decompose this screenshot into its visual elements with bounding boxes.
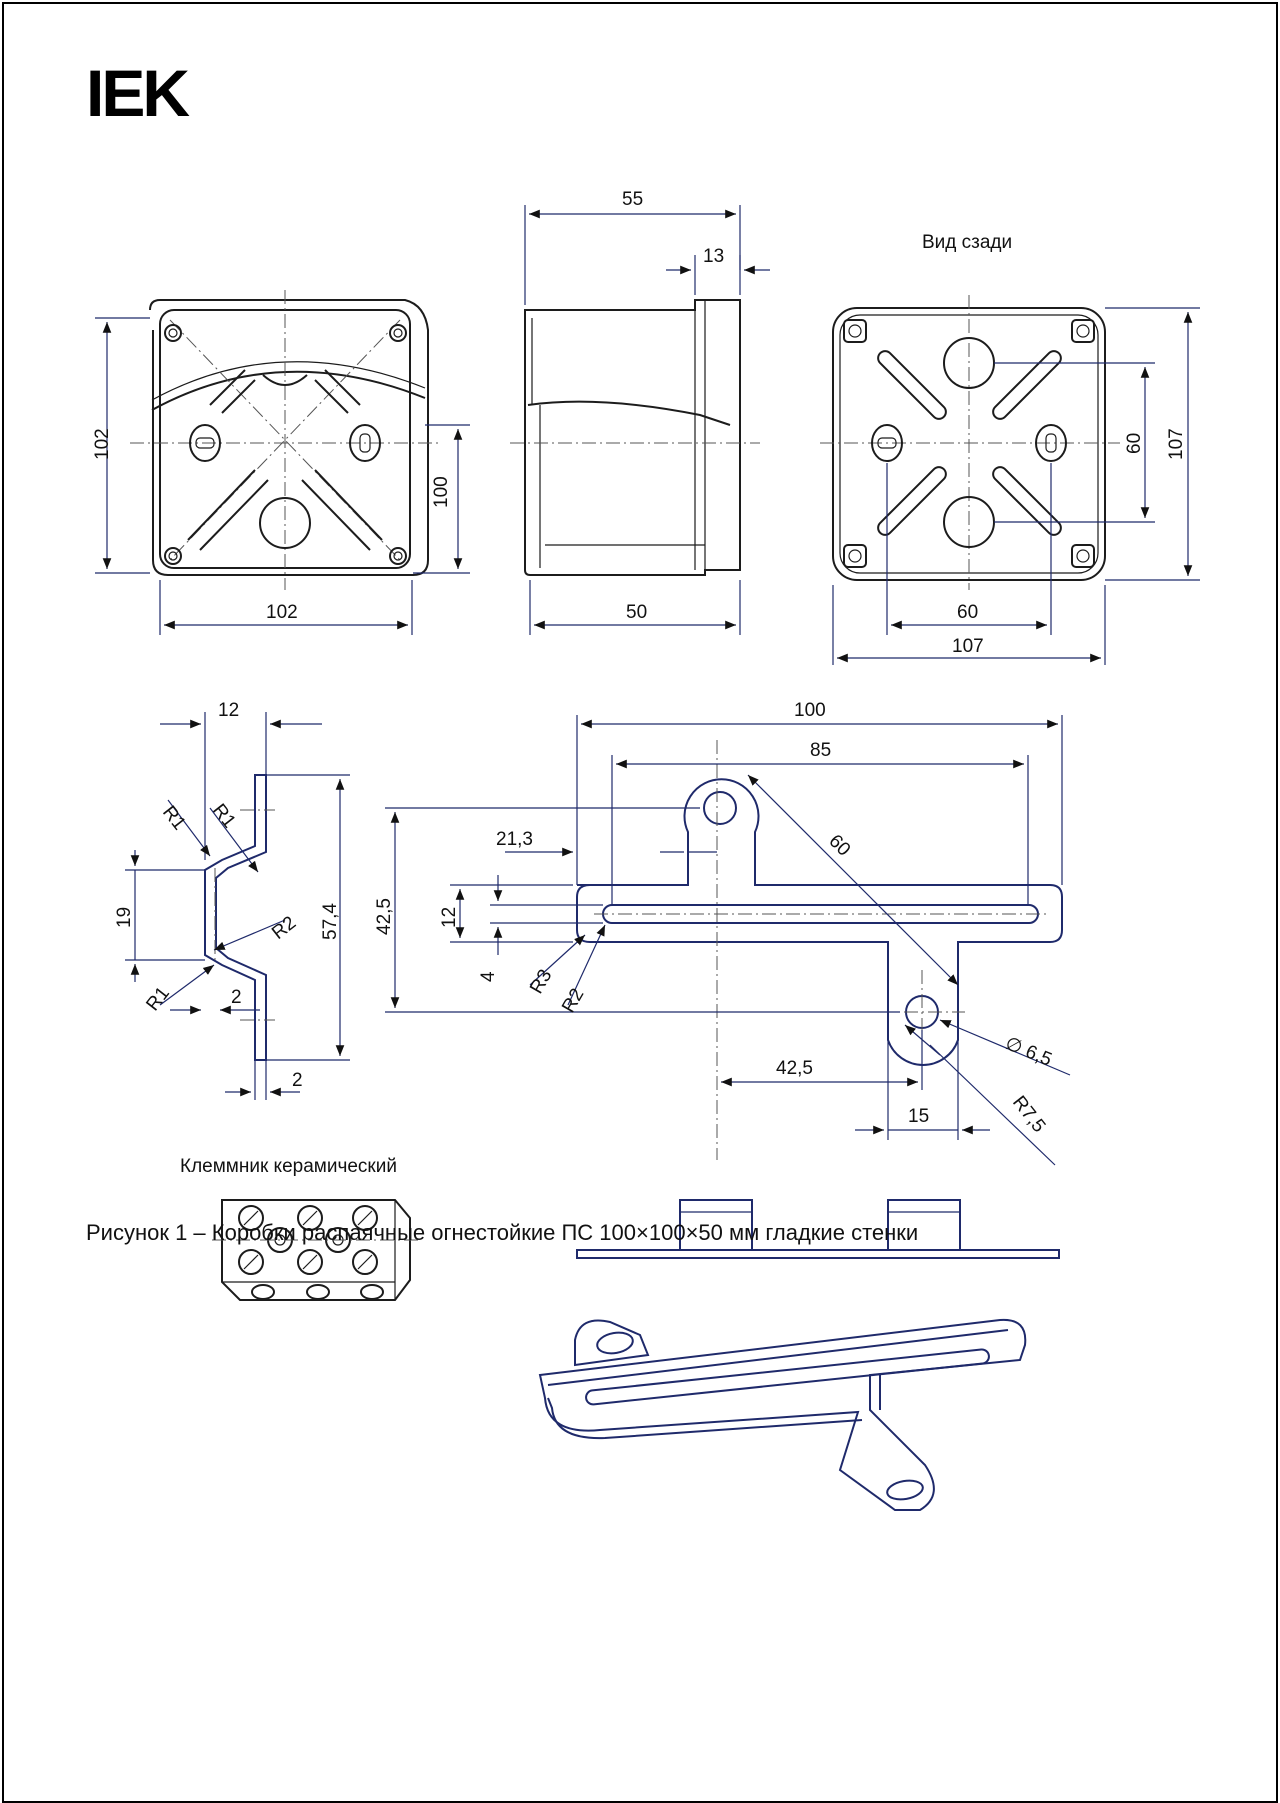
figure-caption: Рисунок 1 – Коробки распаячные огнестойк… <box>86 1220 919 1245</box>
dim-bracket-width: 12 <box>218 700 239 721</box>
plate-isometric <box>538 1318 1027 1511</box>
dim-front-inner-height: 100 <box>431 476 452 508</box>
dim-side-depth-top: 55 <box>622 189 643 210</box>
dim-front-width: 102 <box>266 602 298 623</box>
dim-bracket-thickness-a: 2 <box>231 987 242 1008</box>
dim-r1-a: R1 <box>158 802 190 834</box>
dim-plate-4: 4 <box>478 971 499 982</box>
dim-r1-b: R1 <box>208 800 240 832</box>
dim-r1-c: R1 <box>142 983 174 1015</box>
mounting-plate-top <box>385 715 1071 1166</box>
front-view <box>95 290 470 635</box>
side-view <box>510 205 770 635</box>
dim-front-height: 102 <box>92 428 113 460</box>
dim-plate-r75: R7,5 <box>1008 1092 1049 1137</box>
dim-rear-width: 107 <box>952 636 984 657</box>
dim-side-depth-bottom: 50 <box>626 602 647 623</box>
dim-plate-slot-length: 85 <box>810 740 831 761</box>
terminal-block-label: Клеммник керамический <box>180 1156 397 1177</box>
dim-plate-slot-width: 12 <box>439 907 460 928</box>
dim-rear-hole-spacing-h: 60 <box>957 602 978 623</box>
dim-plate-offset: 21,3 <box>496 829 533 850</box>
terminal-block <box>212 1199 420 1301</box>
dim-bracket-thickness-b: 2 <box>292 1070 303 1091</box>
dim-plate-r3: R3 <box>526 966 556 998</box>
dim-bracket-offset: 19 <box>114 907 135 928</box>
dim-rear-hole-spacing-v: 60 <box>1124 433 1145 454</box>
rear-view <box>820 295 1200 665</box>
dim-plate-h-dist: 42,5 <box>776 1058 813 1079</box>
dim-plate-length: 100 <box>794 700 826 721</box>
dim-rear-height: 107 <box>1166 428 1187 460</box>
dim-bracket-height: 57,4 <box>320 903 341 940</box>
dim-r2: R2 <box>268 912 300 944</box>
dim-plate-height: 42,5 <box>374 898 395 935</box>
dim-plate-hole-dia: ∅ 6,5 <box>1002 1033 1055 1071</box>
rear-view-label: Вид сзади <box>922 232 1012 253</box>
dim-plate-15: 15 <box>908 1106 929 1127</box>
dim-side-lid: 13 <box>703 246 724 267</box>
plate-side-view <box>576 1199 1060 1259</box>
bracket-profile <box>125 712 350 1100</box>
iek-logo: IEK <box>86 56 190 130</box>
